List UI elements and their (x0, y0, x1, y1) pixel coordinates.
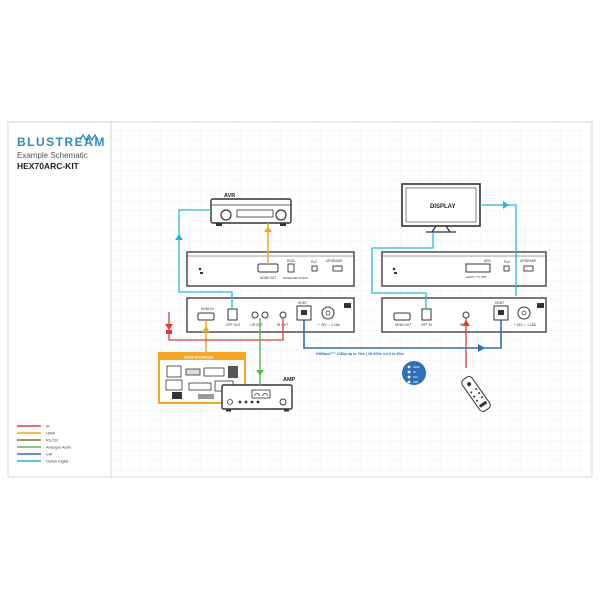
legend-label: HDMI (46, 431, 55, 435)
remote-key-0: HDMI (413, 365, 420, 369)
right-hdbt-label: HDBT (495, 301, 504, 305)
left-edid-label: EDID (287, 259, 295, 263)
left-poc-label: PoC (311, 260, 318, 264)
left-hdmi-out-label: HDMI OUT (260, 276, 276, 280)
ir-port-icon (279, 311, 287, 319)
amp-label: AMP (283, 377, 296, 383)
right-upgrade-label: UPGRADE (520, 259, 537, 263)
right-receiver-front (381, 251, 547, 287)
legend-label: Optical Digital (46, 459, 68, 463)
right-power-label: + 24V ⎓ 1.25A (514, 323, 537, 327)
left-edid-sub-label: MODE/SETTINGS (283, 276, 308, 280)
remote-keypad-icon (402, 361, 426, 385)
avr-device (210, 198, 292, 226)
legend-label: IR (46, 424, 50, 428)
avr-label: AVR (224, 193, 235, 199)
schematic-subtitle: Example Schematic (17, 151, 88, 160)
left-hdbt-label: HDBT (298, 301, 307, 305)
left-lr-out-label: L/R OUT (250, 323, 263, 327)
left-hdmi-in-label: HDMI IN (201, 307, 214, 311)
legend-label: RS-232 (46, 438, 58, 442)
power-connector-icon (321, 306, 335, 320)
optical-cable-display (371, 232, 434, 309)
blustream-wave-logo (79, 133, 99, 142)
remote-key-3: ARC (413, 380, 419, 384)
title-panel (7, 121, 112, 478)
cable-note: HDBaseT™ 1080p up to 70m | 4K 60Hz 4:2:0… (316, 352, 404, 356)
display-device (401, 183, 481, 233)
left-upgrade-label: UPGRADE (326, 259, 343, 263)
remote-key-1: IR (413, 370, 416, 374)
model-title: HEX70ARC-KIT (17, 161, 79, 171)
hdmi-port-icon (257, 263, 279, 273)
right-receiver-rear (381, 297, 547, 333)
hdbaset-cat-cable (303, 320, 502, 349)
hdmi-in-port-icon (197, 312, 215, 321)
left-transmitter-front (186, 251, 355, 287)
left-opt-out-label: OPT OUT (226, 323, 241, 327)
right-opt-in-label: OPT IN (421, 323, 433, 327)
remote-control-icon (461, 376, 491, 412)
brand-logo: BLUSTREAM (17, 135, 106, 149)
amp-device (221, 384, 293, 412)
right-arc-label: ARC (484, 259, 492, 263)
hdmi-sources-label: HDMI SOURCES (184, 356, 214, 360)
right-hdmi-out-label: HDMI OUT (395, 323, 411, 327)
legend-label: Analogue Audio (46, 445, 71, 449)
right-poc-label: PoC (504, 260, 511, 264)
optical-cable-avr (178, 209, 211, 240)
left-transmitter-rear (186, 297, 355, 333)
remote-key-2: PoC (413, 375, 418, 379)
legend-label: CAT (46, 452, 54, 456)
optical-port-icon (227, 308, 238, 321)
display-label: DISPLAY (430, 204, 455, 210)
left-power-label: + 24V ⎓ 1.25A (318, 323, 341, 327)
right-arc-sub-label: HDMI | TX OPT (466, 275, 487, 279)
